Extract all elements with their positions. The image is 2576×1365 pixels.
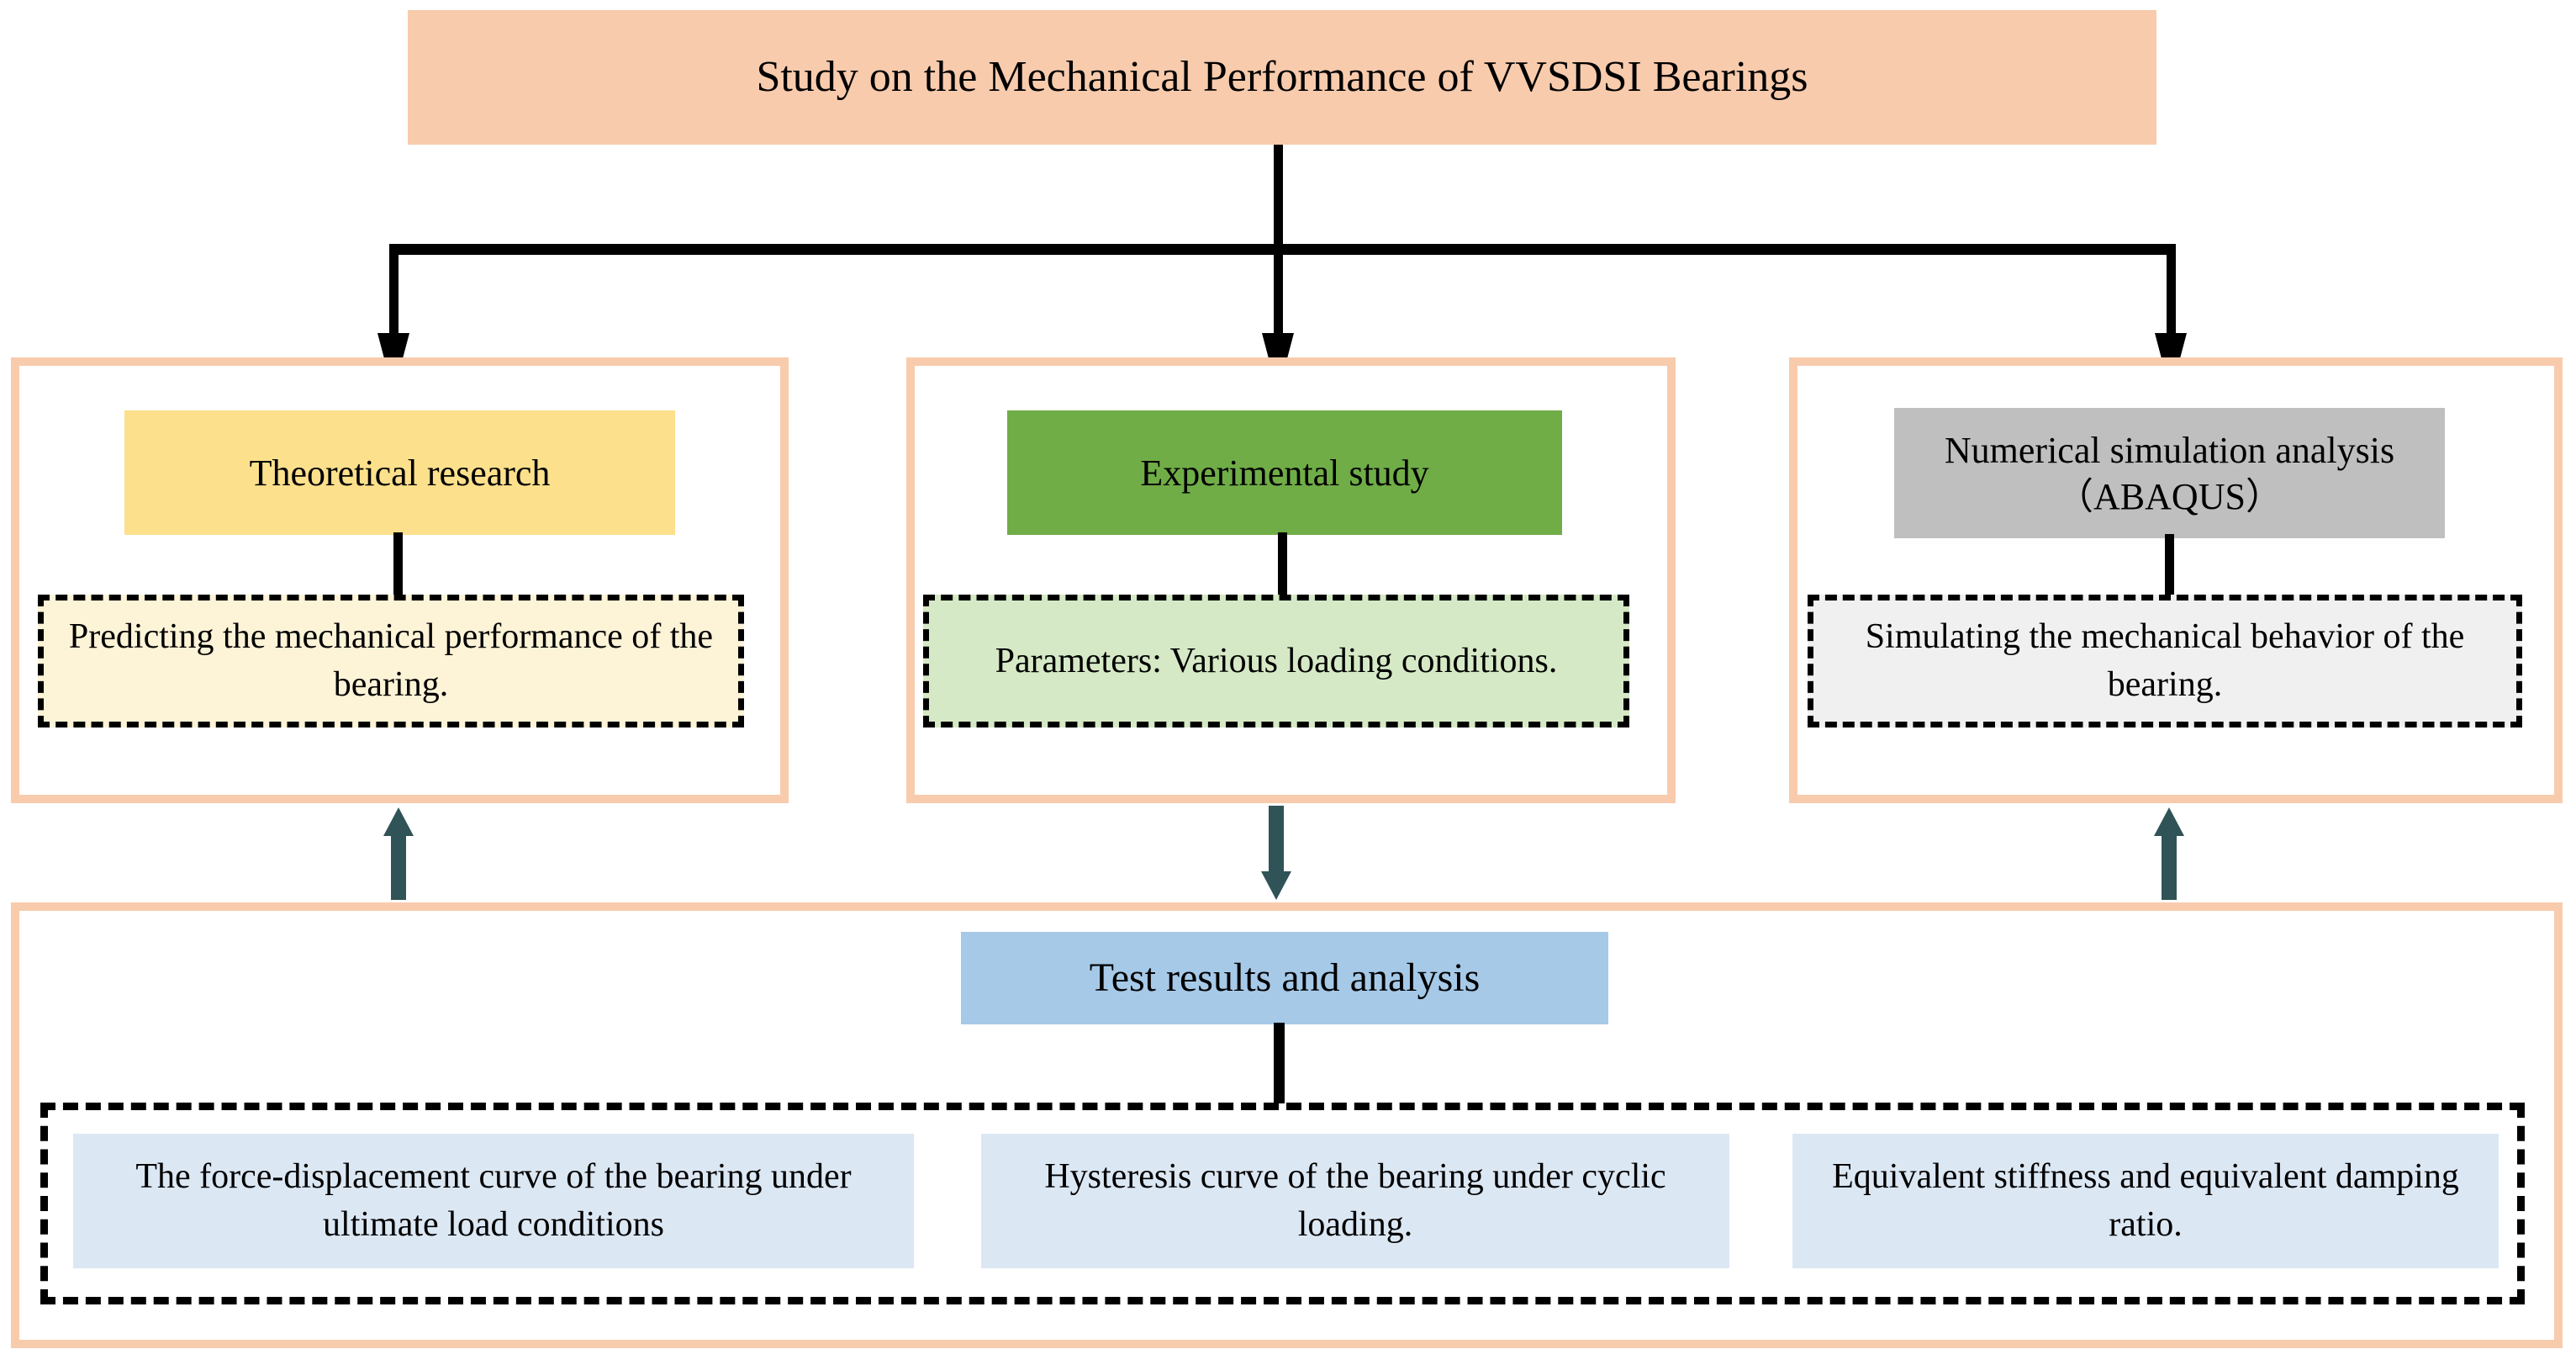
- column-numerical-simulation: Numerical simulation analysis（ABAQUS） Si…: [1789, 357, 2563, 803]
- feedback-arrow-down-middle-icon: [1261, 806, 1291, 900]
- trunk-vertical-line: [1274, 145, 1283, 246]
- stem-line-column-1: [393, 532, 403, 600]
- column-detail-experimental-study: Parameters: Various loading conditions.: [923, 595, 1629, 727]
- feedback-arrow-up-right-icon: [2154, 807, 2184, 900]
- branch-line-middle: [1274, 252, 1283, 336]
- column-theoretical-research: Theoretical research Predicting the mech…: [11, 357, 789, 803]
- column-header-numerical-simulation: Numerical simulation analysis（ABAQUS）: [1894, 408, 2445, 538]
- column-header-theoretical-research: Theoretical research: [124, 410, 675, 535]
- results-dashed-container: The force-displacement curve of the bear…: [40, 1103, 2525, 1304]
- result-item-hysteresis-curve: Hysteresis curve of the bearing under cy…: [981, 1134, 1729, 1268]
- column-detail-numerical-simulation: Simulating the mechanical behavior of th…: [1808, 595, 2522, 727]
- column-header-experimental-study: Experimental study: [1007, 410, 1562, 535]
- branch-line-right: [2167, 252, 2176, 336]
- flowchart-title: Study on the Mechanical Performance of V…: [408, 10, 2156, 145]
- feedback-arrow-up-left-icon: [383, 807, 414, 900]
- column-experimental-study: Experimental study Parameters: Various l…: [906, 357, 1676, 803]
- results-section: Test results and analysis The force-disp…: [11, 902, 2563, 1348]
- result-item-equivalent-stiffness: Equivalent stiffness and equivalent damp…: [1792, 1134, 2499, 1268]
- stem-line-column-2: [1278, 532, 1287, 600]
- branch-line-left: [389, 252, 399, 336]
- results-header: Test results and analysis: [961, 932, 1608, 1024]
- result-item-force-displacement: The force-displacement curve of the bear…: [73, 1134, 914, 1268]
- trunk-horizontal-line: [389, 244, 2176, 255]
- column-detail-theoretical-research: Predicting the mechanical performance of…: [38, 595, 744, 727]
- stem-line-column-3: [2165, 534, 2174, 601]
- stem-line-results: [1274, 1023, 1285, 1103]
